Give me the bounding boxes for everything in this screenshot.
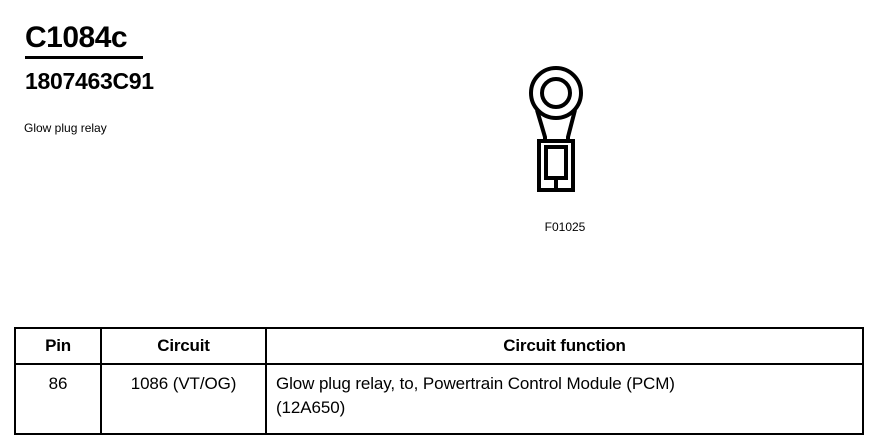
column-header-circuit: Circuit: [100, 327, 267, 365]
part-number: 1807463C91: [25, 68, 154, 94]
connector-id-underline: [25, 56, 143, 59]
column-header-circuit-function: Circuit function: [265, 327, 864, 365]
circuit-value: 1086 (VT/OG): [130, 374, 237, 393]
circuit-function-text: Glow plug relay, to, Powertrain Control …: [267, 365, 862, 420]
cell-pin: 86: [14, 363, 102, 435]
connector-id-heading: C1084c: [25, 21, 128, 54]
table-row: 86 1086 (VT/OG) Glow plug relay, to, Pow…: [14, 363, 864, 435]
component-name: Glow plug relay: [24, 121, 107, 135]
pinout-table: Pin Circuit Circuit function 86 1086 (VT…: [14, 327, 864, 435]
table-header-row: Pin Circuit Circuit function: [14, 327, 864, 365]
ring-terminal-connector-icon: [505, 55, 625, 245]
pin-value: 86: [48, 374, 68, 393]
cell-circuit-function: Glow plug relay, to, Powertrain Control …: [265, 363, 864, 435]
circuit-function-line-2: (12A650): [276, 398, 346, 417]
figure-label: F01025: [544, 220, 586, 234]
cell-circuit: 1086 (VT/OG): [100, 363, 267, 435]
column-header-pin: Pin: [14, 327, 102, 365]
circuit-function-line-1: Glow plug relay, to, Powertrain Control …: [276, 374, 675, 393]
